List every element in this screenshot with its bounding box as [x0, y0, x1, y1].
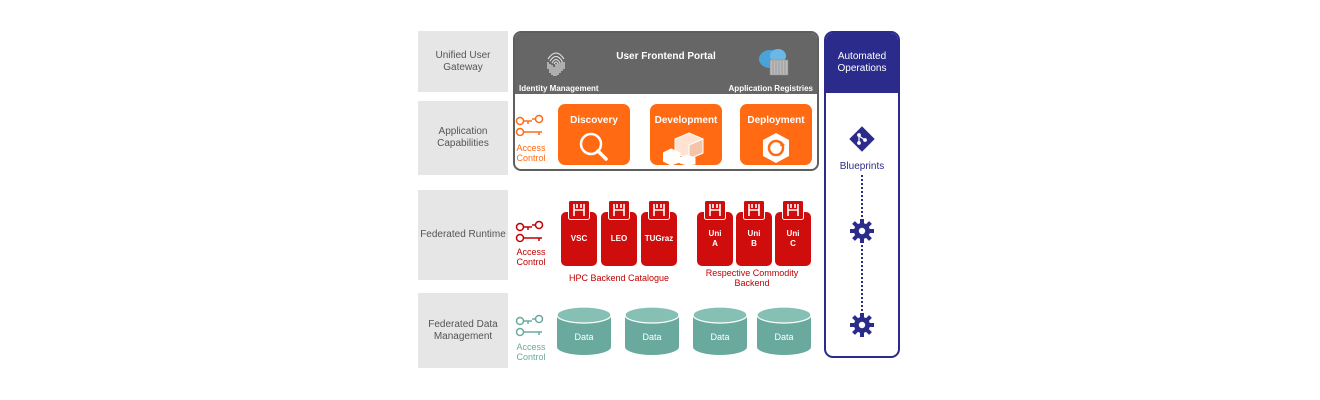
server-icon	[648, 200, 670, 220]
connector-line	[861, 245, 863, 311]
server-icon	[743, 200, 765, 220]
blueprints-label: Blueprints	[839, 161, 885, 172]
data-store-label: Data	[710, 332, 730, 342]
deploy-rotate-icon	[763, 133, 789, 163]
row-label-capabilities: Application Capabilities	[418, 101, 508, 175]
discovery-capability: Discovery	[558, 104, 630, 165]
automated-operations-title: Automated Operations	[826, 33, 898, 93]
gear-icon	[850, 219, 874, 243]
server-icon	[782, 200, 804, 220]
fingerprint-icon	[547, 52, 565, 76]
data-store-label: Data	[774, 332, 794, 342]
database-cylinder	[756, 306, 812, 355]
identity-management-label: Identity Management	[519, 84, 599, 93]
access-control-key-icon	[515, 114, 544, 137]
gear-icon	[850, 313, 874, 337]
deployment-capability: Deployment	[740, 104, 812, 165]
access-control-key-icon	[515, 220, 544, 243]
row-label-runtime: Federated Runtime	[418, 190, 508, 280]
row-label-data: Federated Data Management	[418, 293, 508, 368]
hpc-backend-leo: LEO	[601, 212, 637, 266]
connector-line	[861, 175, 863, 217]
registry-cloud-icon	[759, 49, 789, 76]
server-icon	[704, 200, 726, 220]
database-cylinder	[692, 306, 748, 355]
hpc-backend-caption: HPC Backend Catalogue	[568, 273, 670, 283]
database-cylinder	[624, 306, 680, 355]
magnifier-icon	[579, 132, 608, 161]
row-label-gateway: Unified User Gateway	[418, 31, 508, 92]
data-store-label: Data	[642, 332, 662, 342]
application-registries-label: Application Registries	[728, 84, 813, 93]
access-control-key-icon	[515, 314, 544, 337]
hpc-backend-tugraz: TUGraz	[641, 212, 677, 266]
git-blueprint-icon	[849, 126, 875, 152]
automated-operations-panel: Automated Operations Blueprints	[824, 31, 900, 358]
database-cylinder	[556, 306, 612, 355]
hpc-backend-vsc: VSC	[561, 212, 597, 266]
portal-title: User Frontend Portal	[616, 51, 716, 62]
development-capability: Development	[650, 104, 722, 165]
boxes-icon	[663, 132, 704, 165]
server-icon	[608, 200, 630, 220]
data-store-label: Data	[574, 332, 594, 342]
server-icon	[568, 200, 590, 220]
